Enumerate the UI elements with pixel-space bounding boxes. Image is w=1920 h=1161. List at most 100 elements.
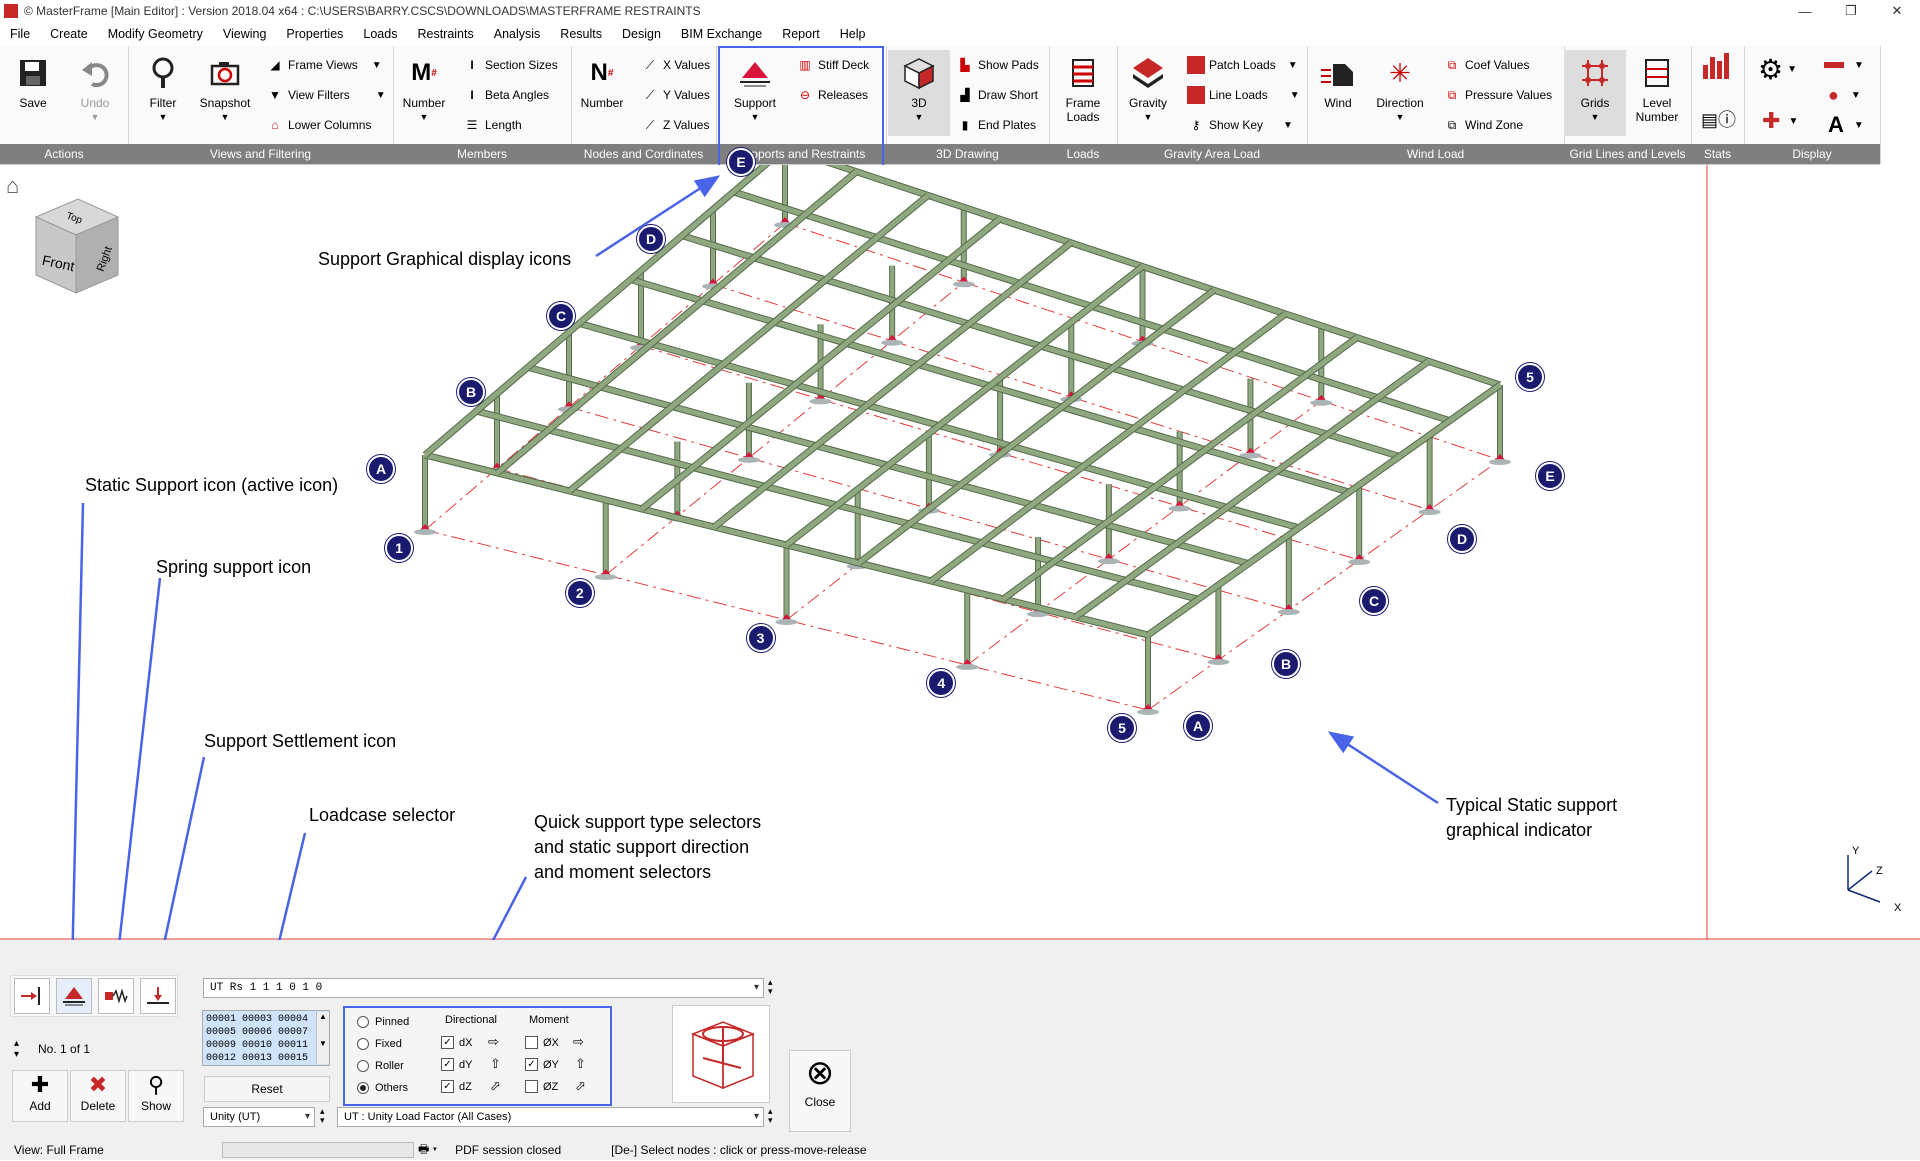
maximize-button[interactable]: ❐ [1845, 3, 1857, 18]
members-number-button[interactable]: M# Number ▼ [393, 56, 455, 122]
view-cube[interactable] [34, 197, 124, 297]
support-settlement-button[interactable] [140, 978, 176, 1014]
static-support-button[interactable] [56, 978, 92, 1014]
ox-checkbox[interactable]: ØX [525, 1036, 559, 1049]
view-filters-button[interactable]: ▼View Filters▼ [266, 84, 386, 106]
stats-info-button[interactable]: ▤ⓘ [1701, 108, 1736, 130]
y-values-button[interactable]: ⟋Y Values [641, 84, 710, 106]
load-factor-combo[interactable]: UT : Unity Load Factor (All Cases)▾ [337, 1107, 764, 1127]
level-number-button[interactable]: Level Number [1626, 56, 1688, 124]
close-panel-button[interactable]: ⊗ Close [789, 1050, 851, 1132]
node-list[interactable]: 00001 00003 00004 00005 00006 00007 0000… [202, 1010, 330, 1066]
undo-icon [78, 56, 112, 90]
annotation-settlement: Support Settlement icon [204, 731, 397, 751]
delete-button[interactable]: ✖Delete [70, 1070, 126, 1122]
others-radio[interactable]: Others [357, 1082, 408, 1094]
line-color-button[interactable]: ▼ [1824, 54, 1864, 76]
reset-button[interactable]: Reset [204, 1076, 330, 1102]
load-factor-stepper-icon[interactable]: ▴▾ [768, 1106, 773, 1125]
grids-button[interactable]: Grids ▼ [1564, 50, 1626, 136]
menu-loads[interactable]: Loads [363, 27, 398, 41]
stats-chart-button[interactable] [1701, 52, 1733, 79]
end-plates-button[interactable]: ▮End Plates [956, 114, 1036, 136]
releases-button[interactable]: ⊖Releases [796, 84, 868, 106]
undo-button[interactable]: Undo ▼ [64, 56, 126, 122]
direction-button[interactable]: ✳ Direction ▼ [1369, 56, 1431, 123]
fixed-radio[interactable]: Fixed [357, 1038, 402, 1050]
oz-checkbox[interactable]: ØZ [525, 1080, 558, 1093]
dy-checkbox[interactable]: ✓dY [441, 1058, 472, 1071]
restraint-code-combo[interactable]: UT Rs 1 1 1 0 1 0▾ [203, 978, 764, 998]
printer-icon[interactable]: 🖶 ▾ [418, 1141, 438, 1156]
loadcase-stepper-icon[interactable]: ▴▾ [320, 1106, 325, 1125]
node-display-button[interactable]: ✚▼ [1762, 108, 1798, 133]
filter-button[interactable]: Filter ▼ [132, 56, 194, 122]
oy-checkbox[interactable]: ✓ØY [525, 1058, 559, 1071]
menu-design[interactable]: Design [621, 27, 661, 41]
font-button[interactable]: A▼ [1828, 112, 1864, 137]
x-values-button[interactable]: ⟋X Values [641, 54, 710, 76]
node-list-row[interactable]: 00001 00003 00004 [206, 1014, 309, 1025]
grid-line [1147, 459, 1501, 711]
minimize-button[interactable]: — [1798, 3, 1812, 19]
menu-analysis[interactable]: Analysis [493, 27, 541, 41]
node-list-row[interactable]: 00005 00006 00007 [206, 1027, 309, 1038]
chevron-down-icon: ▼ [220, 112, 230, 122]
loadcase-combo[interactable]: Unity (UT)▾ [203, 1107, 315, 1127]
add-button[interactable]: ✚Add [12, 1070, 68, 1122]
stiff-deck-button[interactable]: ▥Stiff Deck [796, 54, 869, 76]
wind-zone-button[interactable]: ⧉Wind Zone [1443, 114, 1523, 136]
show-button[interactable]: ⚲Show [128, 1070, 184, 1122]
3d-button[interactable]: 3D ▼ [888, 50, 950, 136]
menu-results[interactable]: Results [560, 27, 602, 41]
draw-short-button[interactable]: ▟Draw Short [956, 84, 1038, 106]
gravity-button[interactable]: Gravity ▼ [1117, 56, 1179, 122]
annotation-loadcase: Loadcase selector [309, 805, 456, 825]
pressure-values-button[interactable]: ⧉Pressure Values [1443, 84, 1552, 106]
settings-button[interactable]: ⚙▼ [1758, 54, 1797, 85]
z-values-button[interactable]: ⟋Z Values [641, 114, 710, 136]
menu-report[interactable]: Report [782, 27, 820, 41]
node-list-row[interactable]: 00012 00013 00015 [206, 1053, 309, 1064]
dz-checkbox[interactable]: ✓dZ [441, 1080, 472, 1093]
pinned-radio[interactable]: Pinned [357, 1016, 409, 1028]
coef-values-button[interactable]: ⧉Coef Values [1443, 54, 1530, 76]
menu-properties[interactable]: Properties [286, 27, 344, 41]
menu-bim-exchange[interactable]: BIM Exchange [680, 27, 763, 41]
frame-views-button[interactable]: ◢Frame Views▼ [266, 54, 381, 76]
counter-stepper-icon[interactable]: ▴▾ [14, 1038, 20, 1060]
support-button[interactable]: Support ▼ [724, 56, 786, 122]
settlement-support-toggle[interactable] [14, 978, 50, 1014]
length-button[interactable]: ☰Length [463, 114, 522, 136]
menu-create[interactable]: Create [50, 27, 88, 41]
line-loads-button[interactable]: Line Loads▼ [1187, 84, 1300, 106]
patch-loads-button[interactable]: Patch Loads▼ [1187, 54, 1298, 76]
nodes-number-button[interactable]: N# Number [571, 56, 633, 110]
menu-help[interactable]: Help [839, 27, 866, 41]
menu-viewing[interactable]: Viewing [222, 27, 267, 41]
node-list-scrollbar[interactable]: ▲▼ [316, 1012, 329, 1064]
dx-checkbox[interactable]: ✓dX [441, 1036, 472, 1049]
frame-loads-button[interactable]: Frame Loads [1052, 56, 1114, 124]
node-list-row[interactable]: 00009 00010 00011 [206, 1040, 309, 1051]
home-icon[interactable]: ⌂ [6, 173, 20, 198]
menu-modify-geometry[interactable]: Modify Geometry [107, 27, 203, 41]
fill-color-button[interactable]: ●▼ [1828, 84, 1861, 106]
menu-file[interactable]: File [10, 27, 31, 41]
wind-button[interactable]: Wind [1307, 56, 1369, 110]
spring-support-button[interactable] [98, 978, 134, 1014]
menu-restraints[interactable]: Restraints [417, 27, 474, 41]
snapshot-button[interactable]: Snapshot ▼ [194, 56, 256, 122]
close-window-button[interactable]: ✕ [1891, 3, 1903, 18]
restraint-stepper-icon[interactable]: ▴▾ [768, 977, 773, 996]
roller-radio[interactable]: Roller [357, 1060, 404, 1072]
x-values-label: X Values [663, 58, 711, 72]
beta-angles-label: Beta Angles [485, 88, 550, 102]
show-pads-button[interactable]: ▙Show Pads [956, 54, 1038, 76]
show-key-button[interactable]: ⚷Show Key▼ [1187, 114, 1293, 136]
lower-columns-button[interactable]: ⌂Lower Columns [266, 114, 371, 136]
save-button[interactable]: Save [2, 56, 64, 110]
